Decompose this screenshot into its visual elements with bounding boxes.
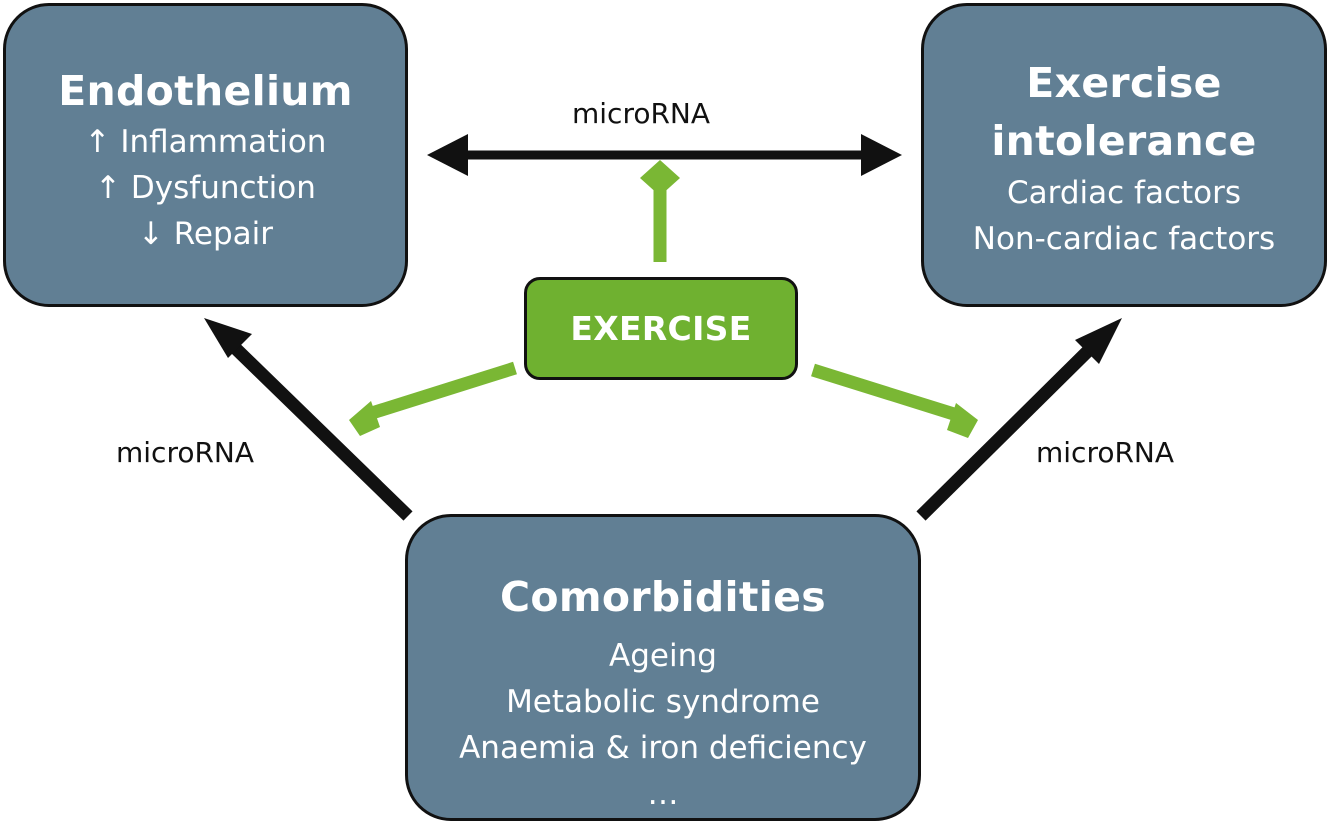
microrna-label-top: microRNA xyxy=(572,97,711,130)
intolerance-title-line1: Exercise xyxy=(1026,59,1222,107)
endothelium-box: Endothelium ↑ Inflammation ↑ Dysfunction… xyxy=(3,3,408,307)
intolerance-title-line2: intolerance xyxy=(991,117,1257,165)
inhibit-head-right xyxy=(947,403,978,438)
intolerance-line-cardiac: Cardiac factors xyxy=(1007,175,1241,211)
comorbidities-line-ellipsis: … xyxy=(647,776,679,812)
intolerance-line-noncardiac: Non-cardiac factors xyxy=(972,221,1276,257)
arrowhead-right xyxy=(861,134,902,176)
comorbidities-line-metabolic: Metabolic syndrome xyxy=(506,684,820,720)
exercise-label: EXERCISE xyxy=(570,308,752,348)
comorbidities-title: Comorbidities xyxy=(500,573,826,621)
comorbidities-line-ageing: Ageing xyxy=(609,638,717,674)
microrna-label-right: microRNA xyxy=(1036,436,1175,469)
endothelium-title: Endothelium xyxy=(58,67,353,115)
arrowhead-intolerance xyxy=(1075,318,1122,364)
comorbidities-box: Comorbidities Ageing Metabolic syndrome … xyxy=(405,514,921,821)
inhibit-line-right xyxy=(811,363,959,422)
inhibit-line-left xyxy=(370,361,517,420)
arrowhead-endothelium xyxy=(204,318,252,358)
inhibit-head-up xyxy=(640,160,680,196)
arrowhead-left xyxy=(427,134,468,176)
inhibit-head-left xyxy=(349,401,380,436)
endothelium-line-inflammation: ↑ Inflammation xyxy=(84,124,327,160)
comorbidities-line-anaemia: Anaemia & iron deficiency xyxy=(459,730,867,766)
arrow-comorbidities-to-intolerance xyxy=(916,339,1100,521)
endothelium-line-repair: ↓ Repair xyxy=(137,216,274,252)
exercise-box: EXERCISE xyxy=(524,277,798,380)
endothelium-line-dysfunction: ↑ Dysfunction xyxy=(95,170,316,206)
exercise-intolerance-box: Exercise intolerance Cardiac factors Non… xyxy=(921,3,1327,307)
microrna-label-left: microRNA xyxy=(116,436,255,469)
arrow-comorbidities-to-endothelium xyxy=(225,338,413,521)
